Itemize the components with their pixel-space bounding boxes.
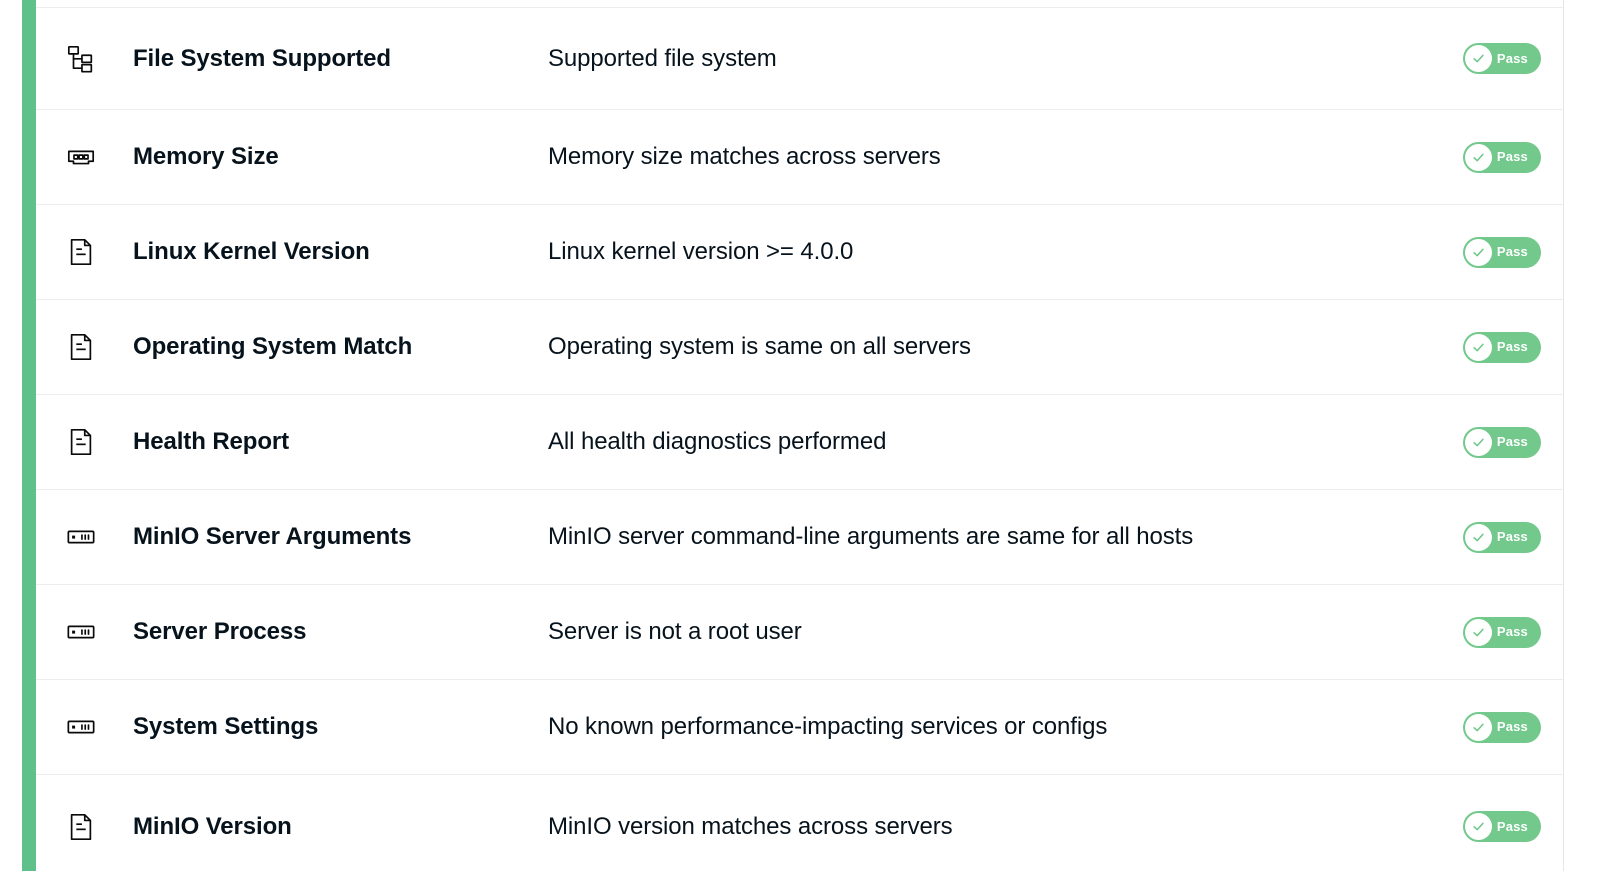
check-icon-cell: [66, 522, 133, 552]
status-badge: Pass: [1462, 426, 1541, 458]
check-status-cell: Pass: [1421, 141, 1541, 173]
status-badge: Pass: [1462, 811, 1541, 842]
status-badge-label: Pass: [1496, 719, 1528, 734]
health-check-row[interactable]: Health Report All health diagnostics perf…: [36, 395, 1563, 490]
check-icon-cell: [66, 617, 133, 647]
check-name: Memory Size: [133, 143, 279, 170]
check-status-cell: Pass: [1421, 521, 1541, 553]
document-icon: [66, 332, 96, 362]
status-badge: Pass: [1462, 236, 1541, 268]
health-check-row[interactable]: Operating System Match Operating system i…: [36, 300, 1563, 395]
check-icon-cell: [66, 142, 133, 172]
check-circle-icon: [1464, 713, 1492, 741]
health-check-row[interactable]: Linux Kernel Version Linux kernel version…: [36, 205, 1563, 300]
check-name: System Settings: [133, 713, 319, 740]
check-status-cell: Pass: [1421, 426, 1541, 458]
health-check-row[interactable]: File System Supported Supported file syst…: [36, 7, 1563, 110]
check-circle-icon: [1464, 428, 1492, 456]
check-name: Health Report: [133, 428, 290, 455]
status-badge-label: Pass: [1496, 529, 1528, 544]
folder-tree-icon: [66, 44, 96, 74]
status-badge-label: Pass: [1496, 624, 1528, 639]
document-icon: [66, 427, 96, 457]
document-icon: [66, 237, 96, 267]
check-status-cell: Pass: [1421, 43, 1541, 74]
health-check-row[interactable]: MinIO Server Arguments MinIO server comma…: [36, 490, 1563, 585]
status-badge-label: Pass: [1496, 339, 1528, 354]
health-check-row[interactable]: Memory Size Memory size matches across se…: [36, 110, 1563, 205]
check-description: MinIO version matches across servers: [548, 812, 953, 840]
check-circle-icon: [1464, 238, 1492, 266]
check-icon-cell: [66, 44, 133, 74]
server-rack-icon: [66, 617, 96, 647]
check-description: All health diagnostics performed: [548, 428, 887, 455]
check-description: Server is not a root user: [548, 618, 802, 645]
check-circle-icon: [1464, 143, 1492, 171]
check-name: Linux Kernel Version: [133, 238, 370, 265]
check-description: MinIO server command-line arguments are …: [548, 523, 1194, 550]
health-check-row[interactable]: MinIO Version MinIO version matches acros…: [36, 775, 1563, 871]
check-name: Server Process: [133, 618, 307, 645]
check-name: MinIO Server Arguments: [133, 523, 412, 550]
memory-stick-icon: [66, 142, 96, 172]
status-badge: Pass: [1462, 43, 1541, 74]
check-name: Operating System Match: [133, 333, 413, 360]
status-accent-bar: [22, 0, 36, 871]
status-badge-label: Pass: [1496, 244, 1528, 259]
status-badge-label: Pass: [1496, 50, 1528, 66]
status-badge: Pass: [1462, 521, 1541, 553]
status-badge: Pass: [1462, 331, 1541, 363]
status-badge-label: Pass: [1496, 434, 1528, 449]
check-description: Memory size matches across servers: [548, 143, 941, 170]
server-rack-icon: [66, 712, 96, 742]
check-circle-icon: [1464, 333, 1492, 361]
check-icon-cell: [66, 712, 133, 742]
check-status-cell: Pass: [1421, 236, 1541, 268]
check-name: MinIO Version: [133, 812, 292, 840]
status-badge-label: Pass: [1496, 818, 1528, 834]
check-name: File System Supported: [133, 44, 391, 72]
check-circle-icon: [1464, 523, 1492, 551]
check-status-cell: Pass: [1421, 711, 1541, 743]
check-description: No known performance-impacting services …: [548, 713, 1108, 740]
check-description: Supported file system: [548, 44, 777, 72]
check-icon-cell: [66, 427, 133, 457]
check-icon-cell: [66, 332, 133, 362]
check-status-cell: Pass: [1421, 331, 1541, 363]
check-circle-icon: [1464, 618, 1492, 646]
check-status-cell: Pass: [1421, 616, 1541, 648]
status-badge: Pass: [1462, 141, 1541, 173]
document-icon: [66, 812, 96, 842]
health-check-list: File System Supported Supported file syst…: [36, 0, 1563, 871]
status-badge: Pass: [1462, 711, 1541, 743]
check-status-cell: Pass: [1421, 811, 1541, 842]
server-rack-icon: [66, 522, 96, 552]
health-check-row[interactable]: System Settings No known performance-impa…: [36, 680, 1563, 775]
health-check-panel: File System Supported Supported file syst…: [22, 0, 1564, 871]
status-badge-label: Pass: [1496, 149, 1528, 164]
health-check-row[interactable]: Server Process Server is not a root user P…: [36, 585, 1563, 680]
status-badge: Pass: [1462, 616, 1541, 648]
check-circle-icon: [1464, 813, 1492, 840]
check-circle-icon: [1464, 45, 1492, 72]
check-description: Linux kernel version >= 4.0.0: [548, 238, 854, 265]
check-icon-cell: [66, 812, 133, 842]
check-description: Operating system is same on all servers: [548, 333, 971, 360]
check-icon-cell: [66, 237, 133, 267]
